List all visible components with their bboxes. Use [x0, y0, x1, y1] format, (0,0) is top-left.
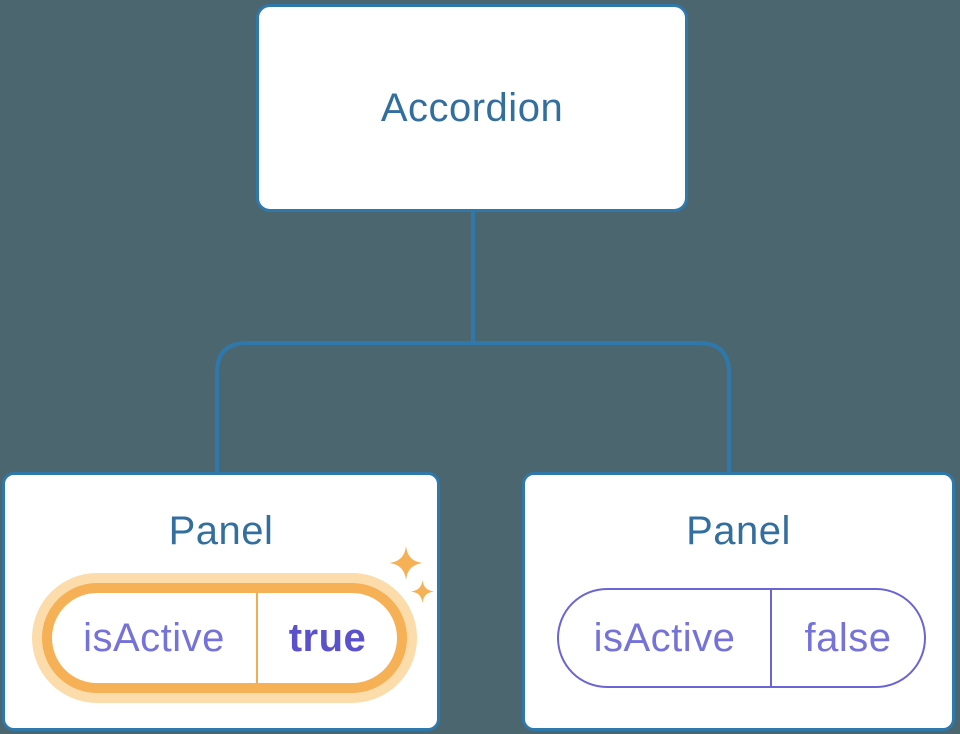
pill-divider — [770, 590, 772, 686]
state-pill-active: isActive true — [42, 583, 407, 693]
pill-divider — [256, 593, 258, 683]
sparkle-small-icon — [411, 580, 434, 603]
state-pill-inactive: isActive false — [557, 588, 926, 688]
panel-node-active: Panel isActive true — [2, 472, 440, 731]
accordion-node: Accordion — [256, 4, 688, 212]
panel-title: Panel — [686, 509, 791, 553]
sparkle-large-icon — [389, 546, 423, 580]
state-prop-name: isActive — [593, 615, 736, 660]
panel-title: Panel — [168, 509, 274, 553]
state-prop-value: false — [804, 615, 892, 660]
panel-node-inactive: Panel isActive false — [522, 472, 955, 731]
branch-line — [215, 341, 731, 472]
accordion-label: Accordion — [380, 85, 564, 130]
state-prop-name: isActive — [83, 615, 225, 660]
state-prop-value: true — [288, 615, 367, 660]
